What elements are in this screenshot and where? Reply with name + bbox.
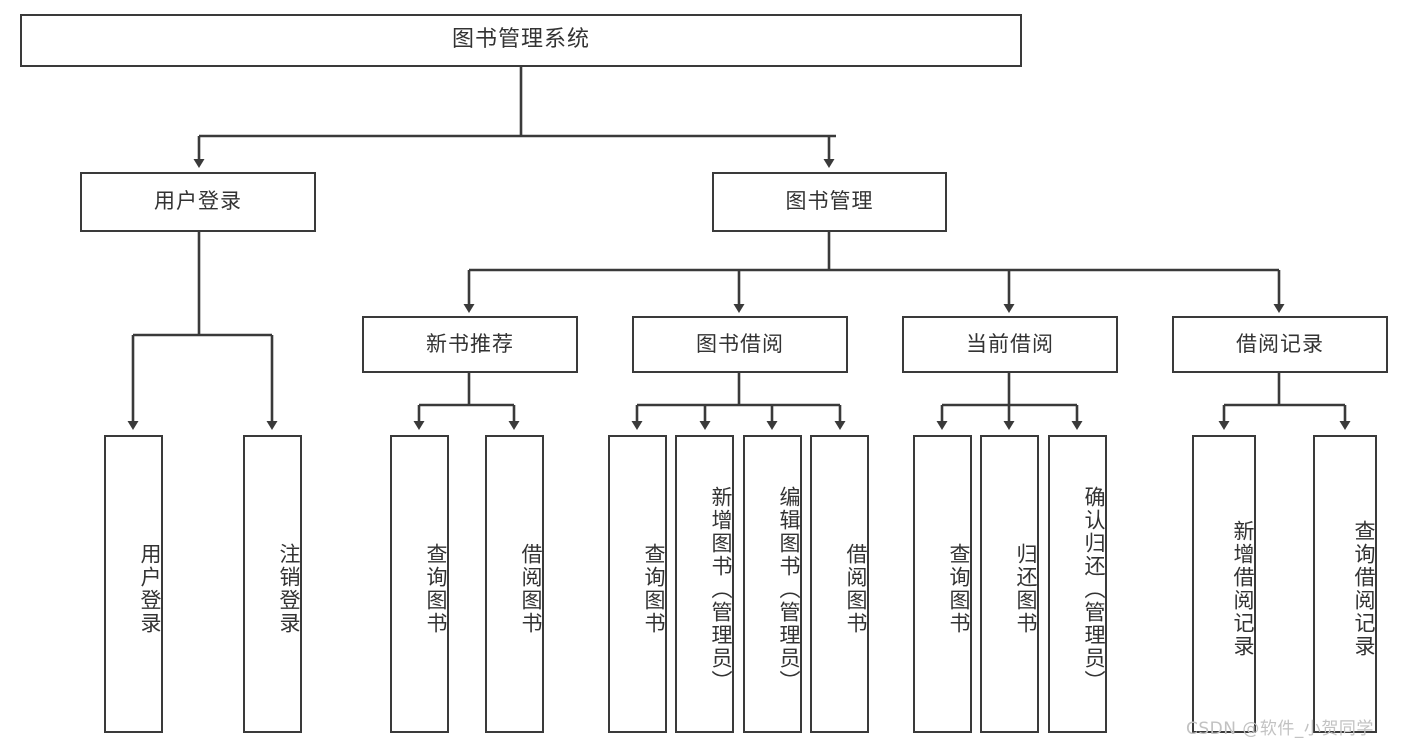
leaf-borrow-borrow-book[interactable]: 借阅图书 (810, 435, 869, 733)
leaf-recommend-query-book[interactable]: 查询图书 (390, 435, 449, 733)
node-user-login[interactable]: 用户登录 (80, 172, 316, 232)
leaf-borrow-add-book-admin[interactable]: 新增图书（管理员） (675, 435, 734, 733)
csdn-watermark: CSDN @软件_小贺同学 (1186, 719, 1374, 739)
node-root-system[interactable]: 图书管理系统 (20, 14, 1022, 67)
node-book-borrow[interactable]: 图书借阅 (632, 316, 848, 373)
node-book-management[interactable]: 图书管理 (712, 172, 947, 232)
leaf-record-query-record[interactable]: 查询借阅记录 (1313, 435, 1377, 733)
leaf-current-return-book[interactable]: 归还图书 (980, 435, 1039, 733)
node-current-borrow[interactable]: 当前借阅 (902, 316, 1118, 373)
leaf-current-confirm-return-admin[interactable]: 确认归还（管理员） (1048, 435, 1107, 733)
leaf-borrow-edit-book-admin[interactable]: 编辑图书（管理员） (743, 435, 802, 733)
leaf-recommend-borrow-book[interactable]: 借阅图书 (485, 435, 544, 733)
leaf-user-logout[interactable]: 注销登录 (243, 435, 302, 733)
node-new-book-recommend[interactable]: 新书推荐 (362, 316, 578, 373)
leaf-record-add-record[interactable]: 新增借阅记录 (1192, 435, 1256, 733)
leaf-borrow-query-book[interactable]: 查询图书 (608, 435, 667, 733)
leaf-current-query-book[interactable]: 查询图书 (913, 435, 972, 733)
leaf-user-login[interactable]: 用户登录 (104, 435, 163, 733)
node-borrow-record[interactable]: 借阅记录 (1172, 316, 1388, 373)
